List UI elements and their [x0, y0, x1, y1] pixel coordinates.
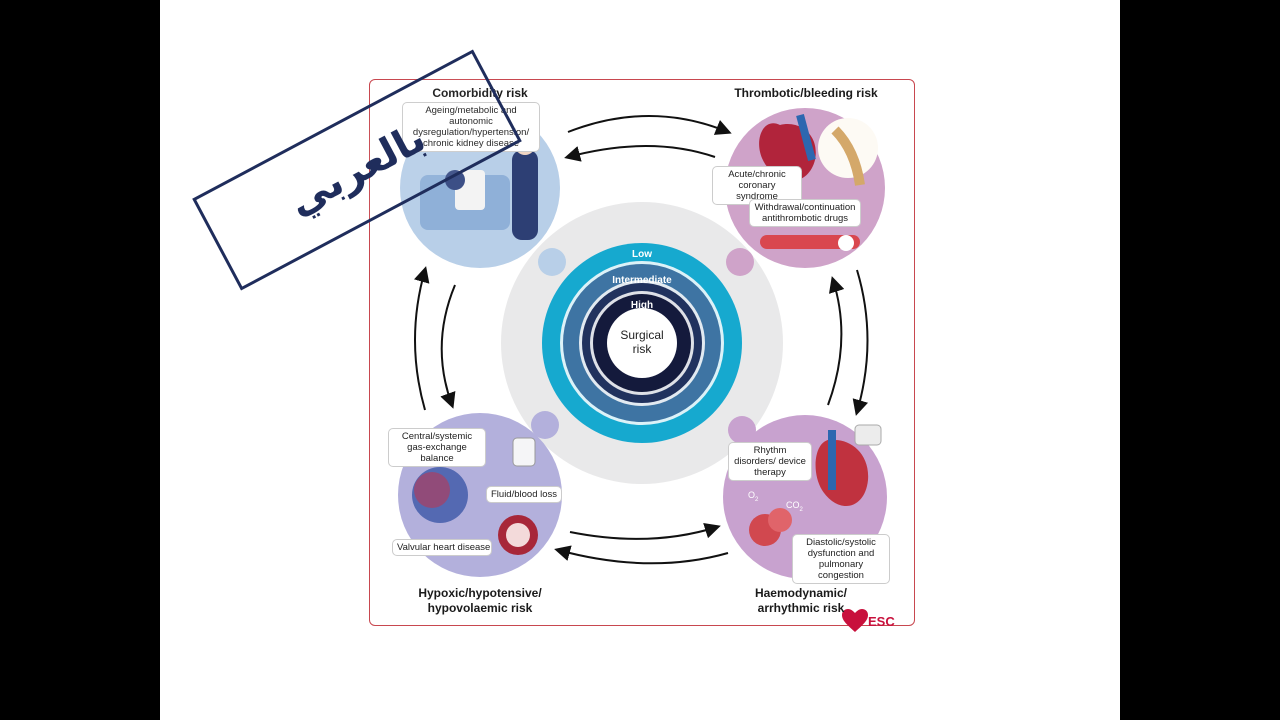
ring-high-label: High — [630, 300, 654, 311]
arrow-right-up — [827, 276, 845, 406]
arrow-left-down — [440, 284, 456, 409]
hypoxic-title: Hypoxic/hypotensive/ hypovolaemic risk — [405, 586, 555, 616]
thrombotic-circle — [725, 108, 885, 276]
figure-frame — [369, 79, 915, 626]
esc-logo-text: ESC — [868, 614, 895, 629]
rhythm-label: Rhythm disorders/ device therapy — [728, 442, 812, 481]
esc-logo: ESC — [868, 614, 895, 629]
haemodynamic-title-line1: Haemodynamic/ — [754, 586, 848, 600]
o2-label-text: O — [748, 490, 756, 500]
gas-exchange-label: Central/systemic gas-exchange balance — [388, 428, 486, 467]
valvular-label: Valvular heart disease — [392, 539, 492, 556]
ring-low-label: Low — [632, 249, 652, 260]
hypoxic-title-line2: hypovolaemic risk — [427, 601, 533, 615]
fluid-loss-label: Fluid/blood loss — [486, 486, 562, 503]
ring-intermediate-label: Intermediate — [612, 275, 672, 286]
esc-heart-icon — [842, 609, 868, 632]
arrow-top-left — [564, 145, 716, 162]
o2-label: O2 — [748, 490, 759, 503]
thrombotic-title: Thrombotic/bleeding risk — [734, 86, 878, 100]
core-label: Surgical risk — [612, 328, 672, 356]
dysfunction-label: Diastolic/systolic dysfunction and pulmo… — [792, 534, 890, 584]
arrow-bottom-right — [569, 522, 721, 540]
core-label-line2: risk — [632, 342, 652, 356]
antithrombotic-label: Withdrawal/continuation antithrombotic d… — [749, 199, 861, 227]
coronary-syndrome-label: Acute/chronic coronary syndrome — [712, 166, 802, 205]
arrow-left-up — [414, 266, 430, 411]
arrow-right-down — [852, 269, 869, 416]
core-label-line1: Surgical — [620, 328, 664, 342]
arrow-bottom-left — [554, 545, 729, 565]
haemodynamic-title-line2: arrhythmic risk — [757, 601, 845, 615]
hypoxic-title-line1: Hypoxic/hypotensive/ — [418, 586, 542, 600]
comorbidity-label: Ageing/metabolic and autonomic dysregula… — [402, 102, 540, 152]
comorbidity-title: Comorbidity risk — [432, 86, 528, 100]
co2-label-text: CO — [786, 500, 800, 510]
haemodynamic-title: Haemodynamic/ arrhythmic risk — [740, 586, 862, 616]
core-inner — [607, 308, 677, 378]
arrow-top-right — [567, 115, 732, 135]
co2-label: CO2 — [786, 500, 803, 513]
